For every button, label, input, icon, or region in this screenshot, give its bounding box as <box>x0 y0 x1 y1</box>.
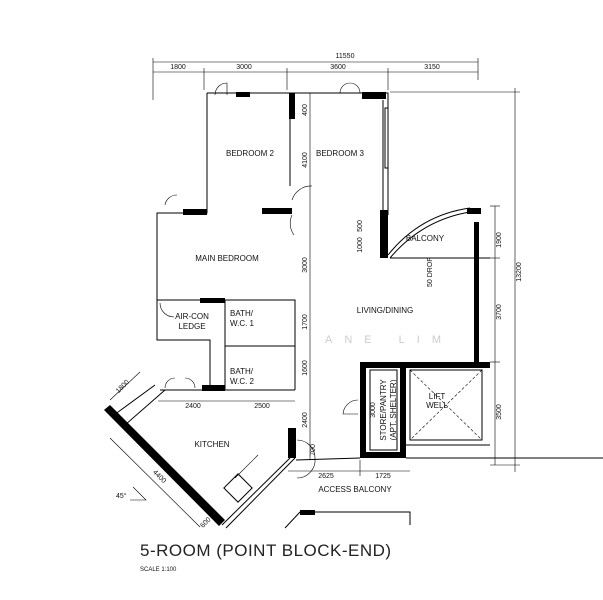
dim-v-3: 500 <box>357 220 364 232</box>
dim-kitchen-1: 2400 <box>185 403 201 410</box>
label-kitchen: KITCHEN <box>194 440 229 449</box>
label-wc-2: W.C. 2 <box>230 377 255 386</box>
room-labels: BEDROOM 2 BEDROOM 3 MAIN BEDROOM BALCONY… <box>175 149 453 494</box>
dim-bottom-2: 1725 <box>375 473 391 480</box>
plan-scale: SCALE 1:100 <box>140 567 177 573</box>
label-shelter: (APT. SHELTER) <box>389 379 398 440</box>
dim-door: 700 <box>310 444 317 456</box>
dim-bottom-1: 2625 <box>318 473 334 480</box>
top-dimensions: 11550 1800 3000 3600 3150 <box>152 53 479 100</box>
right-dimensions: 1900 3700 3500 13200 <box>390 88 523 472</box>
label-drop: 50 DROP <box>427 257 434 287</box>
dim-v-5: 3000 <box>302 257 309 273</box>
dim-total-width: 11550 <box>336 53 355 60</box>
dim-diag-1: 1800 <box>115 379 131 395</box>
label-main-bedroom: MAIN BEDROOM <box>195 254 259 263</box>
label-living-dining: LIVING/DINING <box>357 306 413 315</box>
dim-top-4: 3150 <box>424 64 440 71</box>
dim-store: 3000 <box>370 402 377 418</box>
dim-top-1: 1800 <box>170 64 186 71</box>
dim-v-2: 4100 <box>302 152 309 168</box>
label-wc-1: W.C. 1 <box>230 319 255 328</box>
watermark: ANE LIM <box>325 334 453 346</box>
dim-v-7: 1600 <box>302 360 309 376</box>
dim-diag-2: 4400 <box>151 469 167 485</box>
dim-right-1: 1900 <box>496 232 503 248</box>
label-lift: LIFT <box>429 392 446 401</box>
walls <box>104 82 603 529</box>
dim-diag-3: 600 <box>199 516 212 529</box>
dim-v-1: 400 <box>302 104 309 116</box>
dim-right-2: 3700 <box>496 304 503 320</box>
center-dimensions: 400 4100 500 1000 3000 1700 1600 2400 30… <box>302 93 377 460</box>
label-well: WELL <box>426 401 448 410</box>
label-bath-1: BATH/ <box>230 309 254 318</box>
angle-label: 45° <box>116 492 127 500</box>
dim-v-8: 2400 <box>302 412 309 428</box>
dim-total-height: 13200 <box>516 262 523 282</box>
label-bedroom-2: BEDROOM 2 <box>226 149 275 158</box>
label-balcony: BALCONY <box>406 234 445 243</box>
label-access-balcony: ACCESS BALCONY <box>318 485 392 494</box>
label-bath-2: BATH/ <box>230 367 254 376</box>
dim-kitchen-2: 2500 <box>254 403 270 410</box>
dim-v-6: 1700 <box>302 314 309 330</box>
plan-title: 5-ROOM (POINT BLOCK-END) <box>140 541 392 560</box>
label-aircon: AIR-CON <box>175 312 209 321</box>
label-ledge: LEDGE <box>178 322 205 331</box>
label-store: STORE/PANTRY <box>379 379 388 441</box>
label-bedroom-3: BEDROOM 3 <box>316 149 365 158</box>
angle-symbol: 45° <box>116 486 147 501</box>
dim-top-3: 3600 <box>330 64 346 71</box>
dim-right-3: 3500 <box>496 404 503 420</box>
dim-top-2: 3000 <box>236 64 252 71</box>
dim-v-4: 1000 <box>357 237 364 253</box>
